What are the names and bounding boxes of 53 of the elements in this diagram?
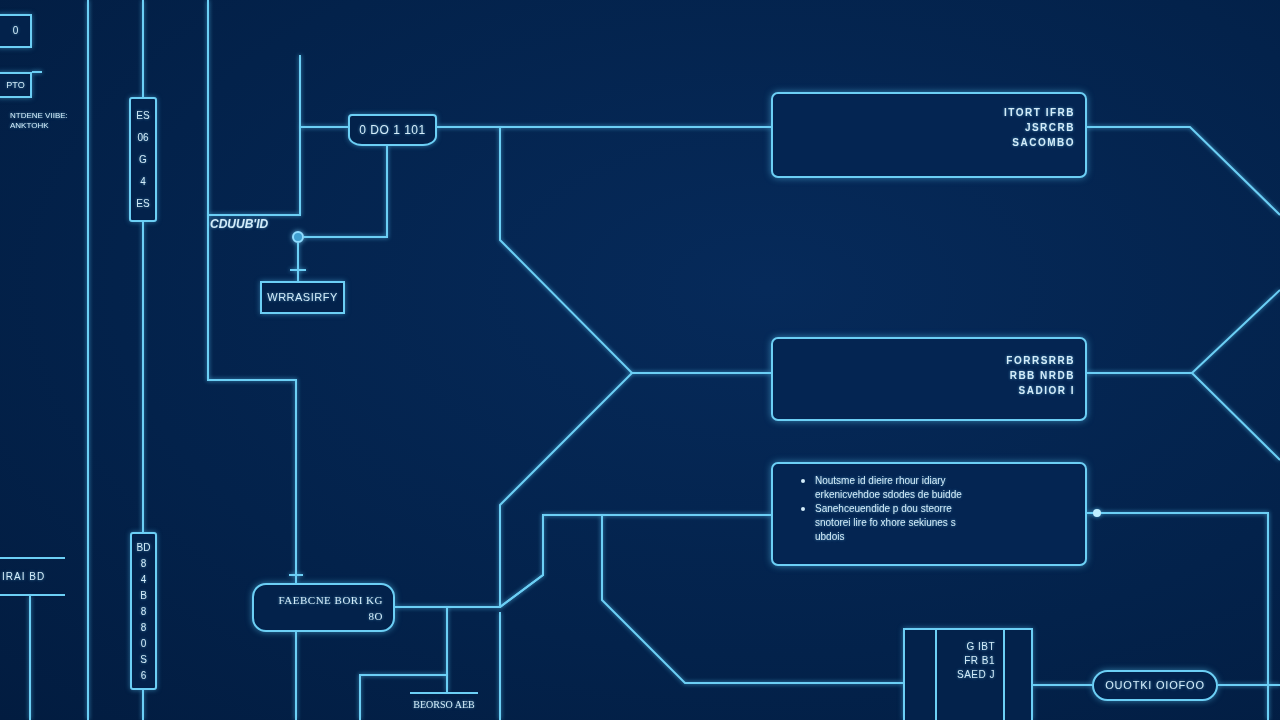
process-box: [771, 337, 1087, 421]
process-box: [771, 462, 1087, 566]
box-text: SAED J: [957, 668, 995, 682]
bullet-text: Noutsme id dieire rhour idiary erkenicvehdoe sdodes de buidde: [815, 474, 963, 502]
bullet-text: Sanehceuendide p dou steorre snotorei lire fo xhore sekiunes s ubdois: [815, 502, 957, 544]
connector-line: [1086, 126, 1280, 216]
box-text: SADIOR I: [1017, 384, 1075, 398]
box-text: WRRASIRFY: [266, 290, 339, 305]
connector-line: [1086, 509, 1269, 720]
junction-circle: [292, 231, 304, 243]
connector-line: [295, 631, 297, 720]
pill-box: [1092, 670, 1218, 701]
connector-line: [299, 54, 349, 128]
small-box: [260, 281, 345, 314]
box-text: JSRCRB: [1023, 121, 1075, 135]
connector-line: [142, 689, 144, 720]
connector-line: [207, 0, 297, 584]
box-text: G IBT: [965, 640, 995, 654]
connector-line: [142, 0, 144, 98]
vertical-box: [130, 532, 157, 690]
box-text: SACOMBO: [1011, 136, 1075, 150]
connector-line: [297, 242, 299, 282]
ruled-label-box: [0, 557, 65, 596]
connector-line: [1032, 684, 1093, 686]
box-text: FAEBCNE BORI KG: [278, 593, 383, 608]
box-text: 0 DO 1 101: [358, 122, 427, 138]
vertical-box: [129, 97, 157, 222]
vertical-text: BD 8 4 B 8 8 0 S 6: [135, 541, 152, 683]
connector-line: [142, 221, 144, 533]
box-text: OUOTKI OIOFOO: [1104, 678, 1206, 693]
box-text: FORRSRRB: [1006, 354, 1075, 368]
box-text: IRAI BD: [2, 570, 46, 584]
small-box: [0, 14, 32, 48]
wire-label: CDUUB'ID: [210, 217, 269, 231]
connector-line: [1086, 372, 1280, 461]
box-text: 8O: [367, 609, 383, 624]
column-box: [903, 628, 1033, 720]
box-text: RBB NRDB: [1008, 369, 1075, 383]
small-box: [0, 72, 32, 98]
note-text: NTDENE VIIBE: ANKTOHK: [10, 111, 69, 131]
box-text: FR B1: [963, 654, 995, 668]
connector-line: [1217, 684, 1280, 686]
rounded-tab-box: [348, 114, 437, 146]
box-text: 0: [11, 25, 20, 37]
box-text: PTO: [5, 79, 26, 91]
rounded-box: [252, 583, 395, 632]
process-box: [771, 92, 1087, 178]
vertical-text: ES 06 G 4 ES: [135, 109, 151, 211]
connector-line: [29, 595, 31, 720]
connector-line: [303, 145, 388, 238]
box-text: ITORT IFRB: [1004, 106, 1075, 120]
connector-line: [394, 606, 448, 693]
box-text: BEORSO AEB: [412, 698, 476, 712]
